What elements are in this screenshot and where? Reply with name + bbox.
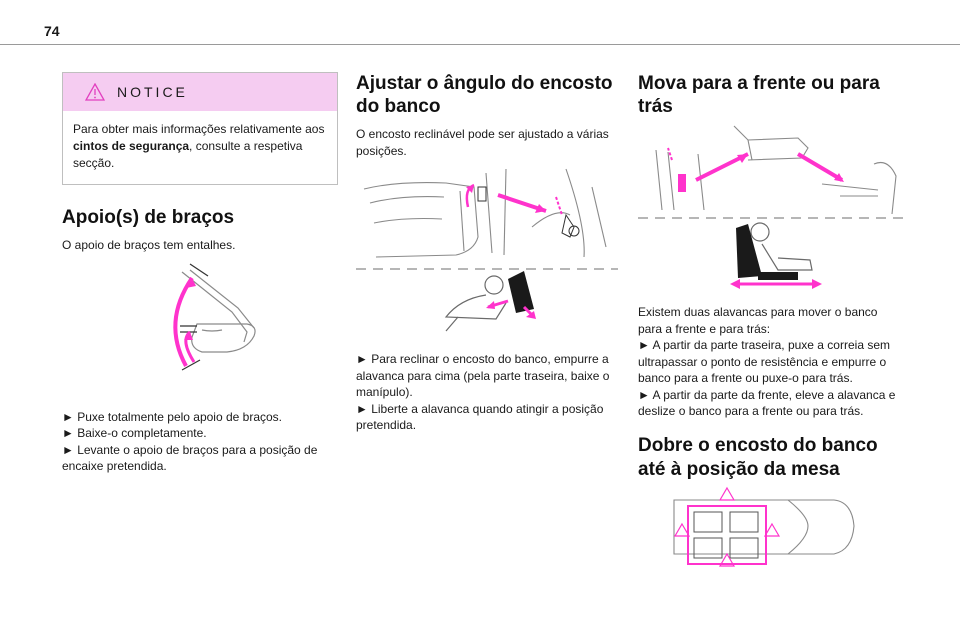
heading-line: do banco xyxy=(356,96,441,117)
heading-line: trás xyxy=(638,96,673,117)
heading-line: Dobre o encosto do banco xyxy=(638,434,878,456)
backrest-angle-heading: Ajustar o ângulo do encosto do banco xyxy=(356,72,618,118)
armrests-step: ► Baixe-o completamente. xyxy=(62,426,207,440)
heading-line: até à posição da mesa xyxy=(638,458,840,480)
page-number: 74 xyxy=(44,23,60,39)
warning-icon xyxy=(85,83,105,101)
move-seat-step: ► A partir da parte traseira, puxe a cor… xyxy=(638,338,890,385)
backrest-angle-step: ► Liberte a alavanca quando atingir a po… xyxy=(356,401,604,433)
move-seat-steps: ► A partir da parte traseira, puxe a cor… xyxy=(638,337,904,420)
header-rule xyxy=(0,44,960,45)
move-seat-step: ► A partir da parte da frente, eleve a a… xyxy=(638,387,896,419)
armrests-step: ► Levante o apoio de braços para a posiç… xyxy=(62,442,318,474)
move-seat-intro: Existem duas alavancas para mover o banc… xyxy=(638,305,878,336)
column-left: NOTICE Para obter mais informações relat… xyxy=(62,72,338,475)
seat-slide-illustration xyxy=(638,125,904,289)
notice-header: NOTICE xyxy=(63,73,337,111)
armrests-steps: ► Puxe totalmente pelo apoio de braços. … xyxy=(62,409,338,475)
column-middle: Ajustar o ângulo do encosto do banco O e… xyxy=(356,72,618,434)
notice-text-part: , consulte a respetiva secção. xyxy=(73,139,303,170)
notice-text-part: Para obter mais informações relativament… xyxy=(73,122,325,136)
notice-text: Para obter mais informações relativament… xyxy=(63,111,337,184)
backrest-angle-intro: O encosto reclinável pode ser ajustado a… xyxy=(356,127,609,158)
armrests-intro: O apoio de braços tem entalhes. xyxy=(62,238,236,252)
fold-backrest-heading: Dobre o encosto do banco até à posição d… xyxy=(638,434,904,482)
notice-box: NOTICE Para obter mais informações relat… xyxy=(62,72,338,185)
notice-text-bold: cintos de segurança xyxy=(73,139,190,153)
move-seat-heading: Mova para a frente ou para trás xyxy=(638,72,904,118)
heading-line: Mova para a frente ou para xyxy=(638,73,880,94)
armrests-heading: Apoio(s) de braços xyxy=(62,207,235,228)
backrest-angle-steps: ► Para reclinar o encosto do banco, empu… xyxy=(356,351,618,434)
armrest-illustration xyxy=(173,263,256,371)
table-position-illustration xyxy=(673,486,855,567)
heading-line: Ajustar o ângulo do encosto xyxy=(356,73,613,94)
column-right: Mova para a frente ou para trás E xyxy=(638,72,904,586)
backrest-angle-step: ► Para reclinar o encosto do banco, empu… xyxy=(356,352,610,399)
armrests-step: ► Puxe totalmente pelo apoio de braços. xyxy=(62,409,283,424)
notice-title: NOTICE xyxy=(117,84,188,100)
backrest-lever-illustration xyxy=(356,168,618,332)
